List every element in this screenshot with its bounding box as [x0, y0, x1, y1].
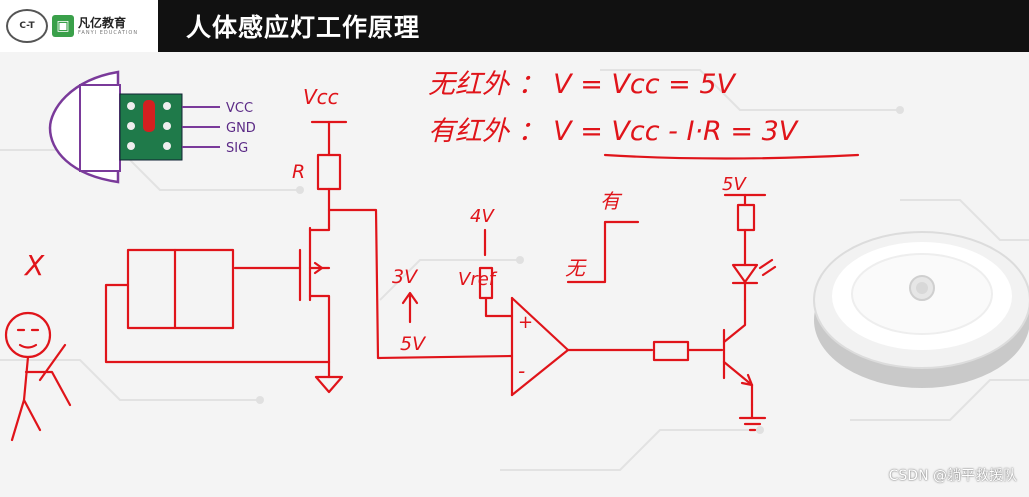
logo-square-icon: ▣ [52, 15, 74, 37]
label-4v: 4V [470, 206, 495, 227]
minus-input-label: - [518, 359, 525, 383]
logo-emblem-icon: C-T [6, 9, 48, 43]
plus-input-label: + [518, 312, 533, 333]
pin-gnd-label: GND [226, 121, 256, 136]
supply-5v-label: 5V [722, 174, 747, 195]
vref-label: Vref [458, 269, 498, 290]
up-arrow [401, 291, 419, 324]
watermark: CSDN @躺平救援队 [888, 468, 1017, 484]
mosfet-symbol [233, 223, 331, 364]
resistor-r-label: R [292, 161, 305, 183]
pir-sensor-illustration [48, 70, 220, 184]
brand-logo: C-T ▣ 凡亿教育 FANYI EDUCATION [0, 0, 158, 52]
sensor-lamp-image [813, 231, 1029, 388]
logo-name: 凡亿教育 [78, 15, 127, 30]
formula-no-infrared: 无红外 ： V = Vcc = 5V [428, 69, 738, 100]
formula-underline [603, 153, 860, 160]
person-x-label: X [23, 249, 45, 282]
ground-symbol-left [314, 360, 344, 394]
formula-with-infrared: 有红外 ： V = Vcc - I·R = 3V [428, 116, 800, 147]
person-figure [4, 311, 72, 442]
transistor-symbol [722, 298, 754, 407]
waveform-none-label: 无 [565, 256, 587, 280]
signal-wire [327, 208, 514, 360]
led-symbol [731, 258, 777, 285]
base-resistor [652, 340, 690, 362]
pin-sig-label: SIG [226, 141, 248, 156]
waveform-has-label: 有 [600, 189, 623, 213]
pin-vcc-label: VCC [226, 101, 253, 116]
ground-symbol-right [738, 403, 767, 432]
resistor-r [316, 153, 342, 191]
pir-element [104, 248, 331, 364]
page-title: 人体感应灯工作原理 [186, 13, 421, 42]
vcc-label: Vcc [303, 85, 339, 109]
comparator-symbol [510, 296, 654, 397]
led-resistor [736, 203, 756, 232]
label-5v: 5V [400, 333, 427, 355]
title-bar: 人体感应灯工作原理 [158, 0, 1029, 52]
output-waveform [566, 220, 640, 284]
logo-subtitle: FANYI EDUCATION [78, 29, 139, 36]
label-3v: 3V [392, 266, 419, 288]
